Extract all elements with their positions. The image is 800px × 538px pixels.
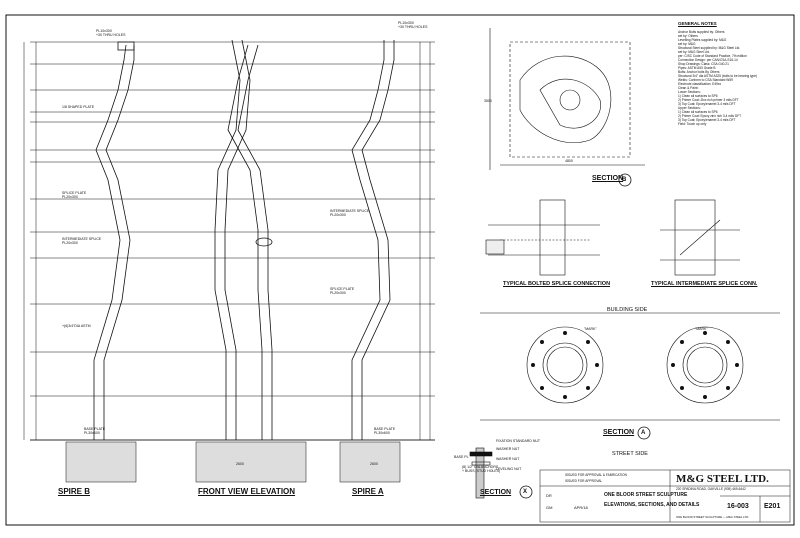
company-name: M&G STEEL LTD. [676, 473, 769, 485]
sheet-number: E201 [764, 503, 781, 510]
note-line: Pipes: ASTM A53 Grade B [678, 66, 716, 70]
left-dim-strip [23, 42, 431, 440]
note-line: set by: M&G [678, 42, 696, 46]
intermediate-splice-detail [660, 199, 740, 276]
dim-section-b-width: 4800 [565, 159, 573, 163]
callout-base-a: BASE PLATE PL30x600 [374, 427, 396, 435]
dim-section-b-height: 3500 [484, 99, 492, 103]
note-line: 2) Primer Coat: Epoxy zinc rich 3-4 mils… [678, 114, 742, 118]
project-name: ONE BLOOR STREET SCULPTURE [604, 492, 688, 498]
drawn-date: APR/18 [574, 505, 588, 510]
front-view-label: FRONT VIEW ELEVATION [198, 487, 296, 496]
spire-a-label: SPIRE A [352, 487, 384, 496]
section-x-basepl: BASE PL [454, 455, 469, 459]
bolt-holes [531, 331, 739, 399]
title-block [539, 469, 791, 523]
general-notes-heading: GENERAL NOTES [678, 21, 717, 26]
note-line: 2) Primer Coat: Zinc rich primer 3 mils … [678, 98, 739, 102]
callout-intermediate-b: INTERMEDIATE SPLICE PL20x300 [62, 237, 102, 245]
revision-1: ISSUED FOR APPROVAL & FABRICATION [565, 473, 627, 477]
section-x-note-3: WASHER NUT [496, 457, 520, 461]
note-line: 3) Top Coat: Epoxy/enamel 3-4 mils DFT [678, 118, 736, 122]
callout-splice-a: SPLICE PLATE PL20x300 [330, 287, 355, 295]
section-a-plates [480, 312, 780, 421]
note-line: set by: Others [678, 34, 698, 38]
section-x-title: SECTION [480, 489, 512, 496]
checked-by: DR [546, 493, 552, 498]
note-line: Lower Sections: [678, 90, 701, 94]
spire-b-pipe [93, 41, 135, 440]
section-x-note-4: LEVELING NUT [496, 467, 522, 471]
section-x-anchor: (8) 1/2" DIA ANCHORS + BUSS (STUD HOLES) [462, 465, 501, 473]
section-x-note-1: FIXATION STANDARD NUT [496, 439, 541, 443]
note-line: Anchor Bolts supplied by: Others [678, 30, 725, 34]
section-markers [519, 173, 651, 499]
note-line: Levelling Plates supplied by: M&G [678, 38, 727, 42]
building-side-label: BUILDING SIDE [607, 307, 648, 313]
note-line: 1) Clean all surfaces to SP6 [678, 110, 718, 114]
dim-front-width: 2600 [236, 462, 244, 466]
callout-bolts-b: +(6)3/4"DIA ASTM [62, 324, 91, 328]
section-a-tag: A [641, 430, 646, 436]
callout-top-a: PL10x300 +30 THRU HOLES [398, 21, 428, 29]
callout-shaped-b: 1/8 SHAPED PLATE [62, 105, 95, 109]
mark-label-left: "MARK" [584, 327, 597, 331]
footings [65, 441, 401, 483]
section-x-tag: X [523, 489, 528, 495]
section-b-title: SECTION [592, 175, 624, 182]
note-line: Structural 3/4" dia ASTM A325 (bolts to … [678, 74, 758, 78]
callout-top-b: PL10x300 +30 THRU HOLES [96, 29, 126, 37]
note-line: Field: Touch up only [678, 122, 707, 126]
note-line: per: CISC Code of Standard Practice, 7th… [678, 54, 747, 58]
note-line: Electrode classification: E49xx [678, 82, 722, 86]
sheet-border [5, 14, 795, 526]
sheet-title: ELEVATIONS, SECTIONS, AND DETAILS [604, 502, 700, 508]
callout-base-b: BASE PLATE PL30x600 [84, 427, 106, 435]
general-notes-list: Anchor Bolts supplied by: Others set by:… [678, 30, 792, 126]
callout-intermediate-a: INTERMEDIATE SPLICE PL20x300 [330, 209, 370, 217]
title-footer: ONE BLOOR STREET SCULPTURE — M&G STEEL L… [676, 515, 749, 519]
section-b-tag: B [622, 177, 627, 183]
note-line: Upper Sections: [678, 106, 701, 110]
note-line: Welds: Conform to CSA Standard W59 [678, 78, 733, 82]
note-line: 3) Top Coat: Epoxy/enamel 3-4 mils DFT [678, 102, 736, 106]
intermediate-splice-title: TYPICAL INTERMEDIATE SPLICE CONN. [651, 281, 758, 287]
note-line: Clean & Paint: [678, 86, 699, 90]
dim-spire-a-width: 2600 [370, 462, 378, 466]
note-line: Connection Design: per CAN/CSA-S16-14 [678, 58, 738, 62]
mark-label-right: "MARK" [695, 327, 708, 331]
street-side-label: STREET SIDE [612, 451, 648, 457]
front-view-pipes [214, 39, 273, 440]
job-number: 16-003 [727, 503, 749, 510]
company-address: 220 SPADINA ROAD, OAKVILLE (905) 469-644… [676, 487, 746, 491]
note-line: 1) Clean all surfaces to SP6 [678, 94, 718, 98]
section-b-plan [489, 28, 645, 170]
note-line: Structural Steel supplied by: M&G Steel … [678, 46, 741, 50]
callout-splice-b: SPLICE PLATE PL20x300 [62, 191, 87, 199]
section-x-note-2: WASHER NUT [496, 447, 520, 451]
spire-b-label: SPIRE B [58, 487, 91, 496]
section-a-title: SECTION [603, 429, 635, 436]
level-lines [30, 41, 435, 441]
revision-2: ISSUED FOR APPROVAL [565, 479, 603, 483]
bolted-splice-detail [485, 199, 600, 276]
note-line: Shop Drawings: Class: CSA G40.21 [678, 62, 729, 66]
drawn-by: GM [546, 505, 553, 510]
spire-a-pipe [351, 40, 395, 440]
bolted-splice-title: TYPICAL BOLTED SPLICE CONNECTION [503, 281, 611, 287]
note-line: set by: M&G Steel Ltd. [678, 50, 710, 54]
note-line: Bolts: Anchor bolts By Others [678, 70, 720, 74]
section-x-detail [469, 447, 493, 499]
